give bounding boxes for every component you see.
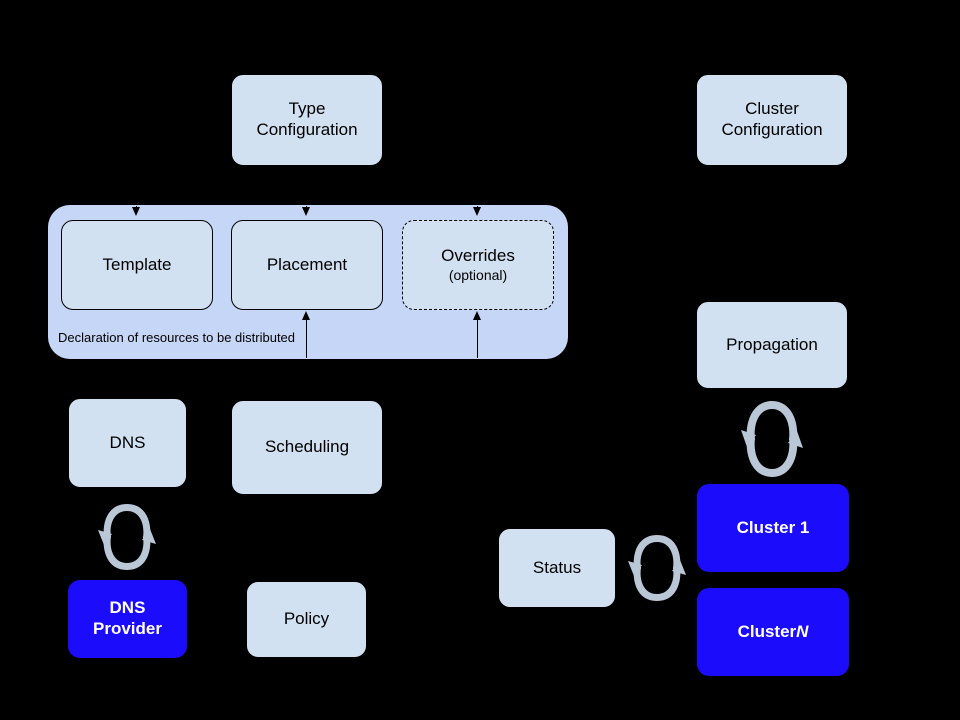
arrowhead-placement-up (301, 311, 310, 320)
arrowhead-overrides-up (472, 311, 481, 320)
arrowhead-overrides (472, 207, 481, 216)
node-overrides[interactable]: Overrides (optional) (402, 220, 554, 310)
sync-arrows-horizontal-icon-status (626, 529, 688, 607)
connector-scheduling-to-placement (306, 320, 307, 358)
node-placement[interactable]: Placement (231, 220, 383, 310)
node-cluster-configuration[interactable]: Cluster Configuration (696, 74, 848, 166)
connector-type-config-to-template (136, 196, 137, 209)
node-dns[interactable]: DNS (68, 398, 187, 488)
node-scheduling[interactable]: Scheduling (231, 400, 383, 495)
node-policy[interactable]: Policy (246, 581, 367, 658)
arrowhead-template (131, 207, 140, 216)
sync-arrows-icon-dns (88, 498, 166, 576)
node-cluster-1[interactable]: Cluster 1 (697, 484, 849, 572)
node-dns-provider[interactable]: DNS Provider (68, 580, 187, 658)
node-type-configuration[interactable]: Type Configuration (231, 74, 383, 166)
node-cluster-n-index: N (796, 621, 809, 641)
node-cluster-n-label: Cluster (737, 621, 797, 641)
connector-policy-to-overrides (477, 320, 478, 358)
connector-type-config-to-placement (306, 196, 307, 209)
node-propagation[interactable]: Propagation (696, 301, 848, 389)
node-cluster-n[interactable]: Cluster N (697, 588, 849, 676)
node-overrides-sublabel: (optional) (448, 266, 508, 283)
arrowhead-placement (301, 207, 310, 216)
node-status[interactable]: Status (498, 528, 616, 608)
node-template[interactable]: Template (61, 220, 213, 310)
connector-type-config-to-overrides (477, 196, 478, 209)
federated-resource-caption: Declaration of resources to be distribut… (58, 330, 296, 345)
sync-arrows-icon-propagation (733, 395, 811, 483)
node-overrides-label: Overrides (441, 246, 515, 266)
